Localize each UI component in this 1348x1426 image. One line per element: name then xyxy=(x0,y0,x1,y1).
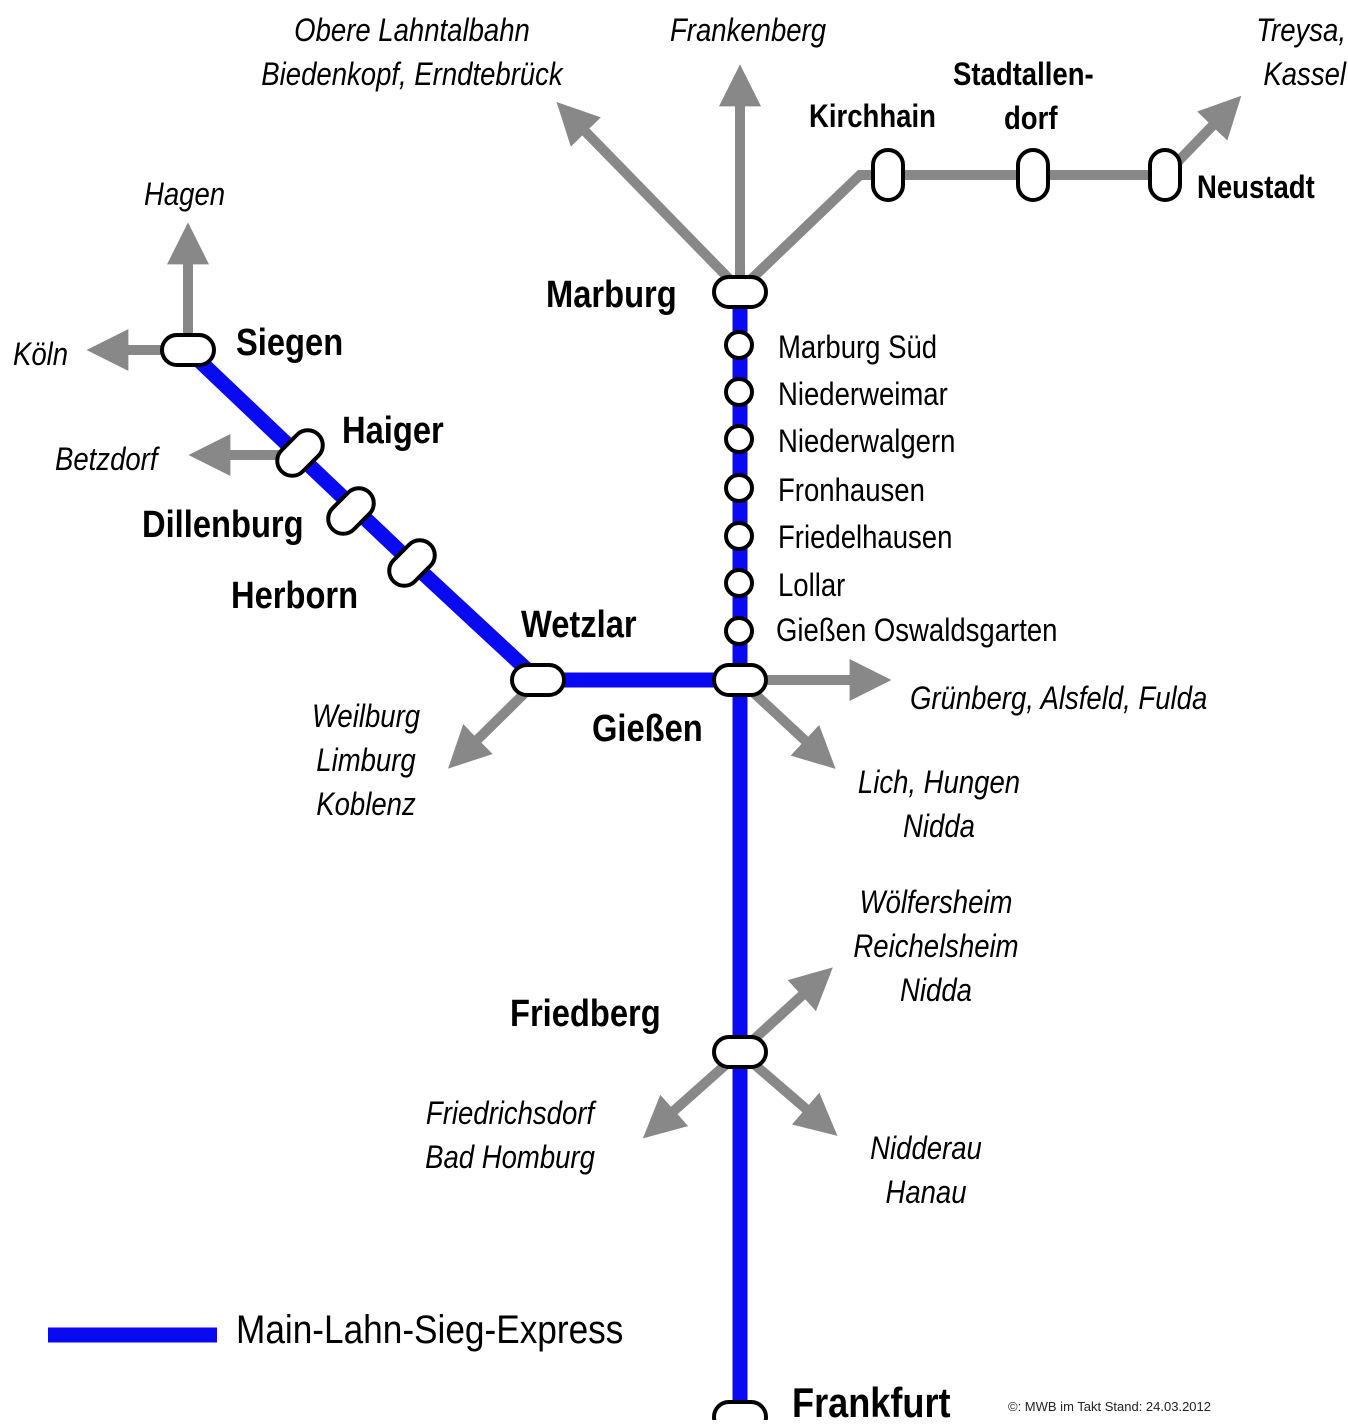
station-label-stadtallendorf-line1: Stadtallen- xyxy=(953,56,1094,92)
destination-line: Reichelsheim xyxy=(853,928,1019,965)
stop-marker-marburg-sued xyxy=(724,330,754,360)
station-marker-friedberg xyxy=(712,1035,768,1069)
stop-label-fronhausen: Fronhausen xyxy=(778,472,925,508)
stop-label-friedelhausen: Friedelhausen xyxy=(778,519,953,555)
stop-marker-giessen-oswaldsgarten xyxy=(724,616,754,646)
station-marker-neustadt xyxy=(1148,148,1182,202)
stop-label-niederwalgern: Niederwalgern xyxy=(778,423,956,459)
stop-marker-fronhausen xyxy=(724,473,754,503)
station-label-herborn: Herborn xyxy=(231,575,359,617)
stop-marker-lollar xyxy=(724,568,754,598)
destination-obere-lahntalbahn: Obere Lahntalbahn Biedenkopf, Erndtebrüc… xyxy=(240,8,584,96)
station-marker-stadtallendorf xyxy=(1016,148,1050,202)
destination-betzdorf: Betzdorf xyxy=(55,441,158,477)
stop-marker-niederwalgern xyxy=(724,424,754,454)
station-marker-giessen xyxy=(712,663,768,697)
destination-frankenberg: Frankenberg xyxy=(669,12,827,48)
station-label-neustadt: Neustadt xyxy=(1197,169,1315,205)
destination-woelfersheim: Wölfersheim Reichelsheim Nidda xyxy=(841,880,1030,1012)
station-label-wetzlar: Wetzlar xyxy=(521,604,637,646)
station-marker-wetzlar xyxy=(510,663,566,697)
station-label-stadtallendorf-line2: dorf xyxy=(1004,100,1058,136)
destination-line: Koblenz xyxy=(316,786,416,823)
station-label-marburg: Marburg xyxy=(546,274,677,316)
station-label-kirchhain: Kirchhain xyxy=(809,98,936,134)
destination-weilburg: Weilburg Limburg Koblenz xyxy=(280,694,452,826)
destination-line: Limburg xyxy=(316,742,416,779)
stop-label-lollar: Lollar xyxy=(778,567,846,603)
destination-treysa-kassel: Treysa, Kassel xyxy=(1174,8,1346,96)
branch-station-markers xyxy=(871,148,1182,202)
destination-line: Lich, Hungen xyxy=(857,764,1021,800)
station-marker-frankfurt xyxy=(712,1400,768,1420)
destination-lich: Lich, Hungen Nidda xyxy=(840,760,1038,848)
destination-line: Bad Homburg xyxy=(425,1139,595,1176)
stop-label-marburg-sued: Marburg Süd xyxy=(778,329,938,365)
station-label-dillenburg: Dillenburg xyxy=(142,504,304,546)
station-marker-dillenburg xyxy=(326,486,376,536)
destination-koeln: Köln xyxy=(13,336,69,372)
minor-stop-markers xyxy=(724,330,754,646)
destination-line: Treysa, xyxy=(1256,12,1346,48)
destination-line: Friedrichsdorf xyxy=(425,1095,595,1131)
destination-line: Biedenkopf, Erndtebrück xyxy=(261,56,563,93)
destination-nidderau: Nidderau Hanau xyxy=(840,1126,1012,1214)
station-label-siegen: Siegen xyxy=(236,322,344,364)
destination-line: Nidderau xyxy=(870,1130,982,1166)
station-marker-siegen xyxy=(160,333,216,367)
station-marker-kirchhain xyxy=(871,148,905,202)
stop-label-giessen-oswaldsgarten: Gießen Oswaldsgarten xyxy=(776,612,1058,648)
station-label-giessen: Gießen xyxy=(592,708,703,750)
branch-obere-lahntalbahn xyxy=(556,101,744,294)
station-marker-marburg xyxy=(712,275,768,309)
station-label-frankfurt: Frankfurt xyxy=(792,1379,951,1426)
destination-line: Wölfersheim xyxy=(859,884,1013,920)
major-station-markers xyxy=(160,275,768,1420)
station-label-haiger: Haiger xyxy=(342,410,444,452)
station-label-friedberg: Friedberg xyxy=(510,993,661,1035)
destination-line: Weilburg xyxy=(311,698,421,734)
destination-line: Kassel xyxy=(1263,56,1346,93)
destination-hagen: Hagen xyxy=(144,176,226,212)
branch-kassel xyxy=(736,95,1242,294)
destination-line: Nidda xyxy=(903,808,975,845)
destination-line: Hanau xyxy=(885,1174,967,1211)
station-marker-herborn xyxy=(387,538,437,588)
station-marker-haiger xyxy=(275,428,325,478)
destination-gruenberg: Grünberg, Alsfeld, Fulda xyxy=(910,680,1208,716)
stop-label-niederweimar: Niederweimar xyxy=(778,376,948,412)
destination-line: Nidda xyxy=(900,972,972,1009)
legend-label: Main-Lahn-Sieg-Express xyxy=(236,1308,624,1352)
destination-friedrichsdorf: Friedrichsdorf Bad Homburg xyxy=(415,1091,604,1179)
destination-line: Obere Lahntalbahn xyxy=(294,12,530,48)
stop-marker-friedelhausen xyxy=(724,521,754,551)
stop-marker-niederweimar xyxy=(724,377,754,407)
credit-text: ©: MWB im Takt Stand: 24.03.2012 xyxy=(1008,1399,1211,1414)
